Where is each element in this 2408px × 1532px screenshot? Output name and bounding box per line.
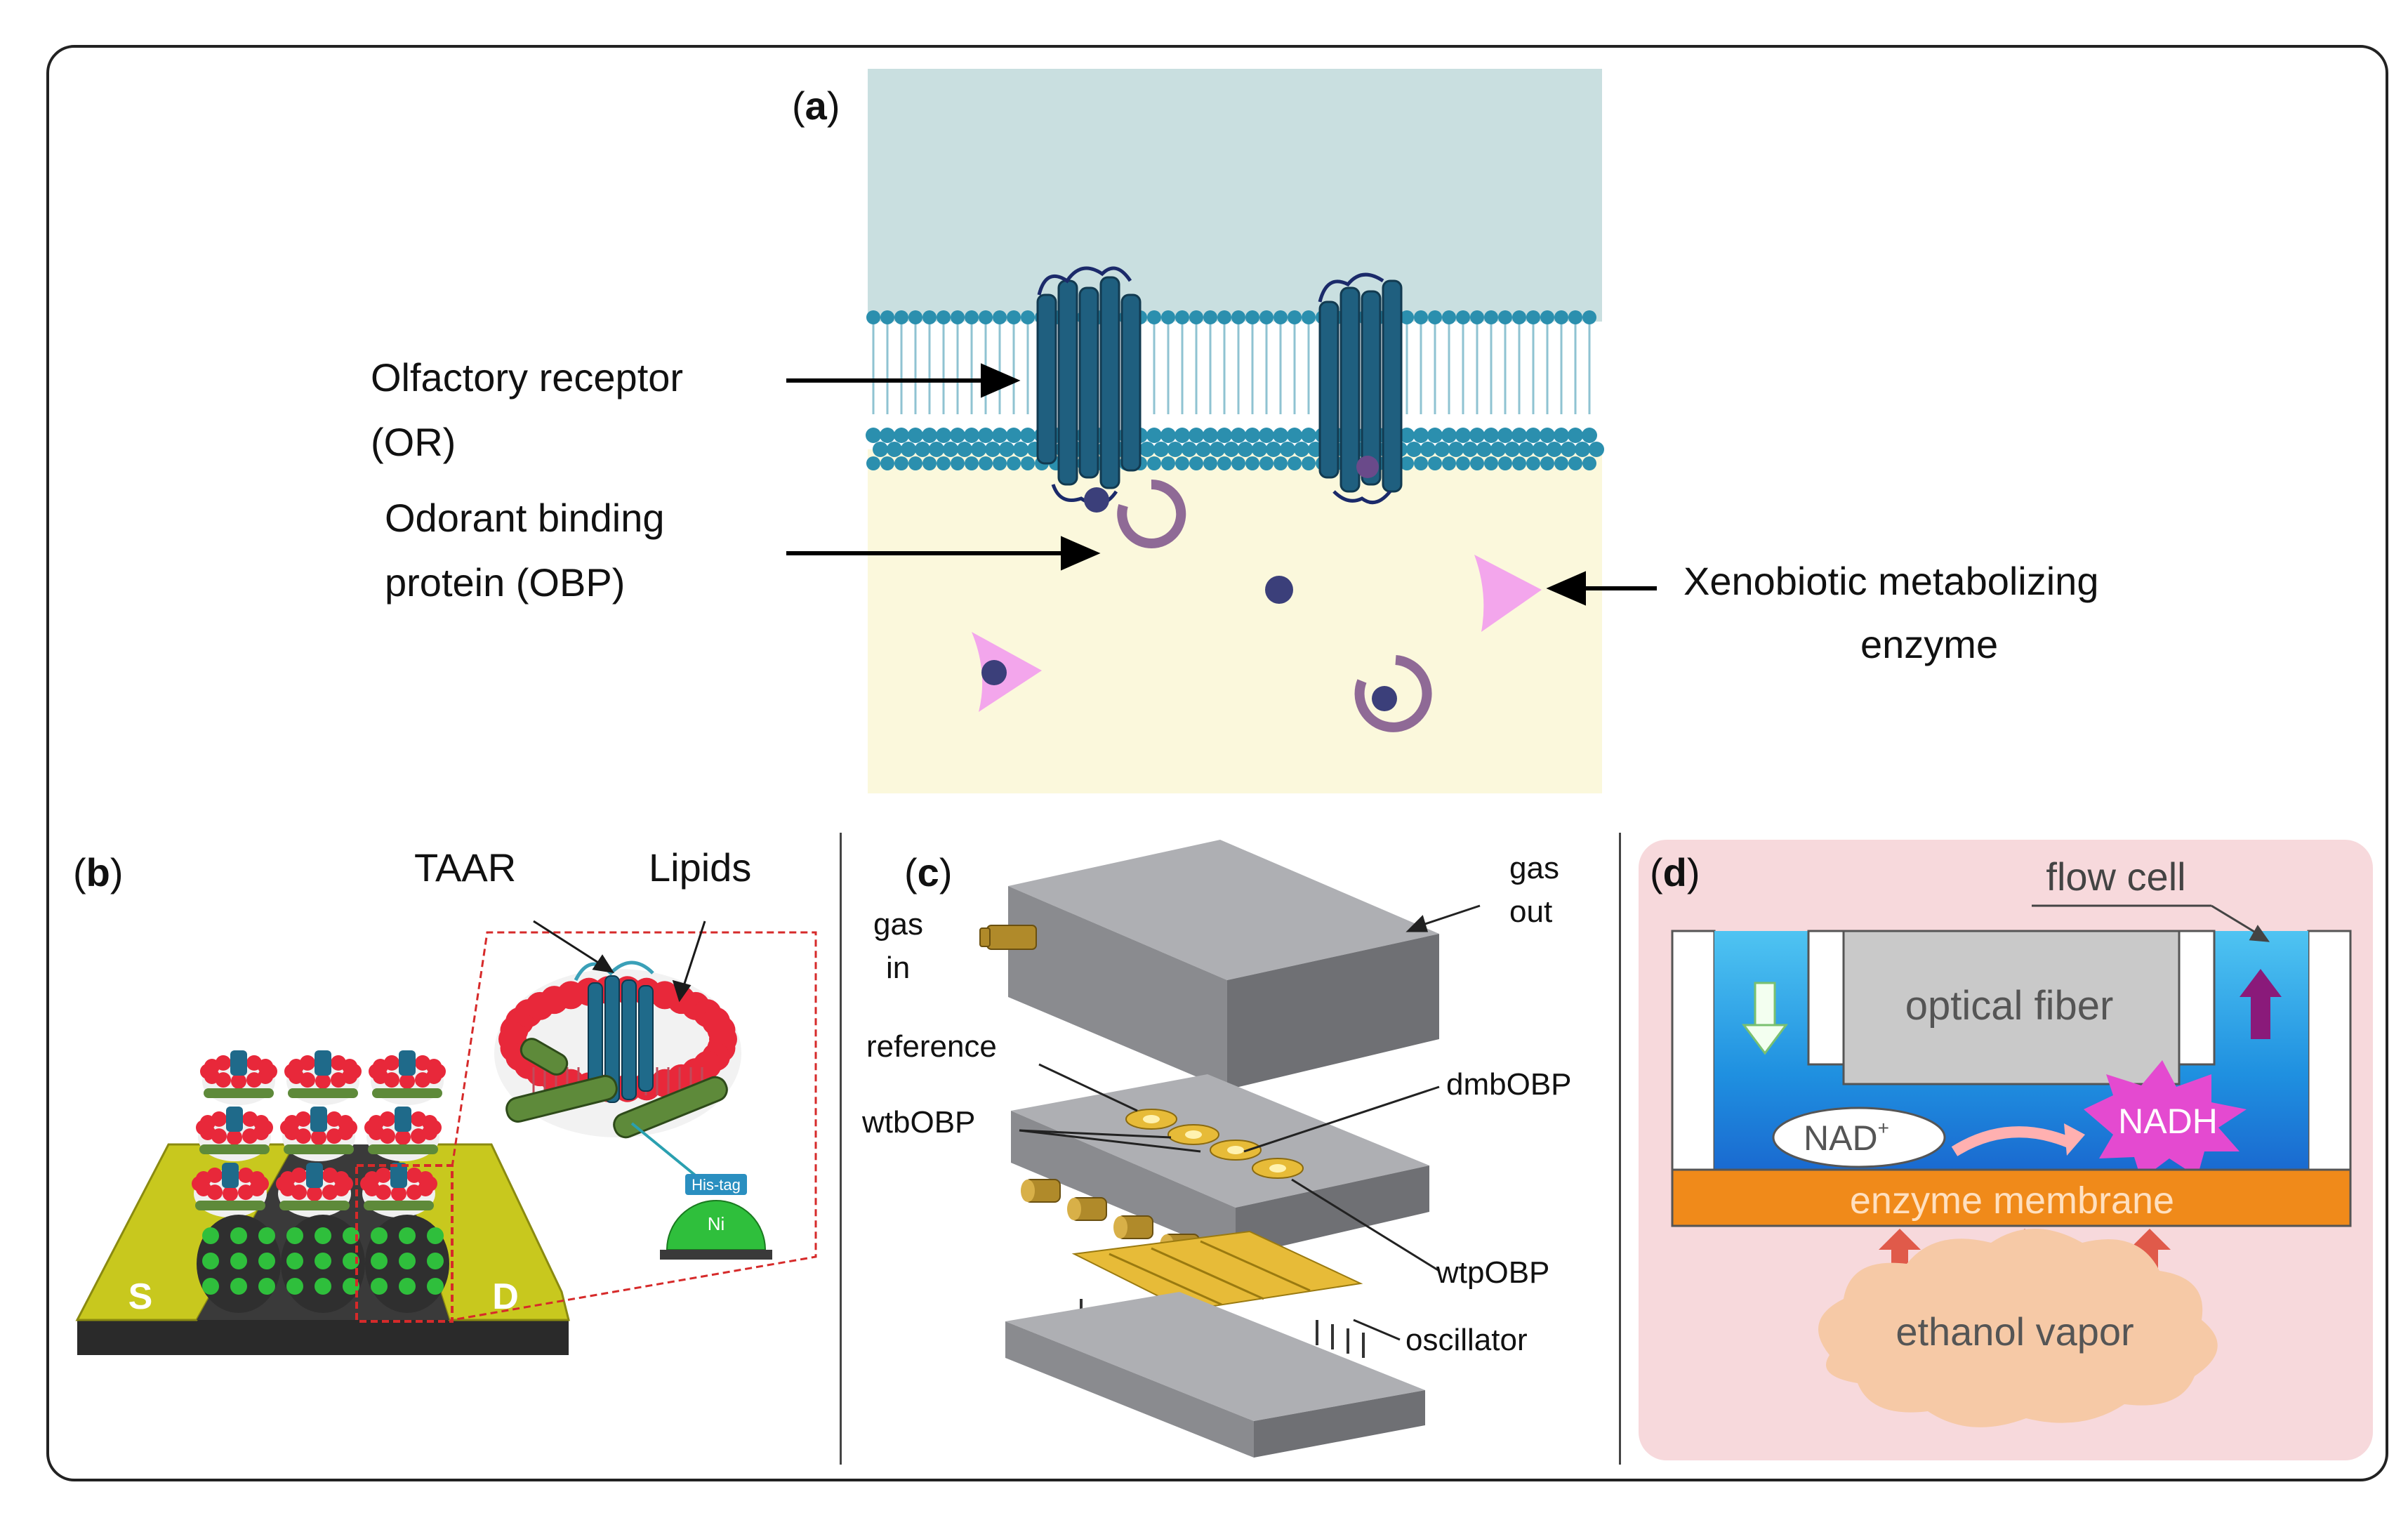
nadh-burst [2084, 1060, 2247, 1180]
label-obp-line2: protein (OBP) [385, 560, 626, 605]
zoom-box [355, 1164, 454, 1323]
label-lipids: Lipids [649, 845, 752, 890]
olfactory-receptor-2 [1318, 272, 1403, 505]
nanodisc-stack [192, 1050, 449, 1313]
label-enzyme-membrane: enzyme membrane [1850, 1180, 2174, 1222]
olfactory-receptor-1 [1036, 266, 1142, 506]
nickel-bead [666, 1200, 767, 1250]
middle-plate-front [1011, 1111, 1236, 1257]
label-nadh: NADH [2118, 1102, 2218, 1141]
xenobiotic-enzyme-2 [972, 632, 1042, 712]
flow-out-arrow-icon [2240, 969, 2282, 1039]
flow-in-arrow-icon [1742, 982, 1788, 1055]
label-xme-line1: Xenobiotic metabolizing [1683, 559, 2099, 603]
label-optical-fiber: optical fiber [1905, 983, 2114, 1029]
label-gas-out-1: gas [1509, 851, 1559, 885]
conversion-arrow-icon [1951, 1126, 2077, 1156]
his-tag-label-box [685, 1174, 747, 1195]
label-wtbobp: wtbOBP [862, 1105, 976, 1140]
panel-c-letter: (c) [904, 850, 953, 894]
label-reference: reference [866, 1029, 997, 1064]
odorant-molecule [1265, 576, 1293, 604]
label-or-line2: (OR) [371, 420, 456, 464]
label-source: S [128, 1276, 153, 1317]
odorant-molecule [1372, 686, 1397, 711]
label-his-tag: His-tag [692, 1176, 741, 1194]
obp-sensors [1125, 1109, 1304, 1179]
label-oscillator: oscillator [1405, 1323, 1528, 1357]
xenobiotic-enzyme-1 [1474, 555, 1542, 632]
optical-fiber [1842, 930, 2181, 1085]
divider-cd [1619, 833, 1621, 1465]
label-gas-in-1: gas [873, 907, 923, 942]
label-gas-out-2: out [1509, 894, 1553, 929]
label-obp-line1: Odorant binding [385, 496, 665, 540]
nanodisc-zoom: His-tag Ni [494, 960, 772, 1260]
zoom-lines [451, 931, 817, 1321]
label-ethanol-vapor: ethanol vapor [1896, 1309, 2134, 1354]
arrow-obp [786, 536, 1101, 571]
bottom-plate-side [1254, 1390, 1425, 1458]
flow-cell-wall-right [2307, 930, 2352, 1171]
label-nad: NAD+ [1804, 1117, 1889, 1158]
odorant-molecule [1084, 487, 1109, 513]
label-or-line1: Olfactory receptor [371, 355, 684, 399]
extracellular-space [868, 69, 1602, 322]
top-block-side [1227, 934, 1439, 1090]
bottom-plate-front [1005, 1321, 1254, 1458]
label-dmbobp: dmbOBP [1446, 1067, 1572, 1102]
gas-inlet-fitting [979, 925, 1037, 950]
ethanol-vapor-cloud [1818, 1229, 2218, 1427]
panel-a-letter: (a) [792, 84, 840, 128]
top-block-top [1008, 840, 1439, 980]
label-xme-line2: enzyme [1860, 622, 1999, 666]
obp-free [1354, 655, 1432, 732]
panel-b-letter: (b) [73, 850, 124, 894]
label-wtpobp: wtpOBP [1436, 1255, 1550, 1290]
intracellular-space [868, 449, 1602, 793]
arrow-enzyme [1546, 571, 1657, 606]
label-flow-cell: flow cell [2046, 854, 2185, 899]
panel-d-letter: (d) [1650, 850, 1700, 894]
label-taar: TAAR [414, 845, 517, 890]
divider-bc [840, 833, 842, 1465]
top-block-front [1008, 886, 1227, 1090]
figure-frame [46, 45, 2388, 1481]
arrow-or [786, 363, 1021, 398]
oscillator-board [1071, 1230, 1363, 1312]
substrate [77, 1320, 569, 1355]
bottom-plate-top [1005, 1292, 1425, 1421]
nad-ellipse [1772, 1107, 1946, 1168]
enzyme-membrane [1671, 1168, 2352, 1227]
obp-bound [1084, 479, 1186, 548]
label-gas-in-2: in [886, 951, 911, 985]
middle-plate-side [1236, 1165, 1429, 1257]
flow-cell-wall-left [1671, 930, 1716, 1171]
label-drain: D [492, 1276, 519, 1317]
label-ni: Ni [708, 1213, 725, 1234]
middle-plate-top [1011, 1074, 1429, 1208]
